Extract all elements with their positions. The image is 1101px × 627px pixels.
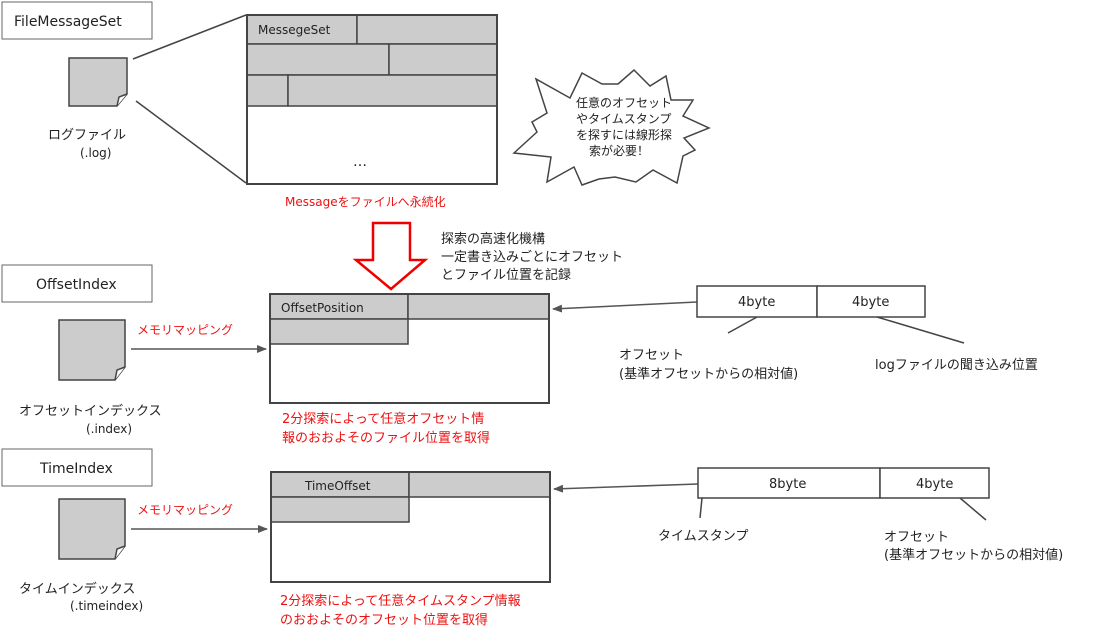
time-entry-field-2 <box>879 467 990 499</box>
zoom-line-bottom <box>135 100 247 184</box>
offset-entry-arrow <box>552 301 698 313</box>
offset-position-label: OffsetPosition <box>281 301 364 315</box>
file-message-set-title: FileMessageSet <box>14 14 122 30</box>
starburst-line-2: やタイムスタンプ <box>576 112 671 126</box>
zoom-line-top <box>132 14 247 60</box>
speedup-note-line-3: とファイル位置を記録 <box>441 267 571 283</box>
time-offset-label: TimeOffset <box>304 479 371 493</box>
time-index-title-box <box>1 448 153 487</box>
offset-field-2-leader <box>876 316 965 344</box>
starburst-line-3: を探すには線形探 <box>576 127 672 142</box>
persist-caption: Messageをファイルへ永続化 <box>285 195 446 209</box>
time-entry-field-1 <box>697 467 881 499</box>
time-entry-field-1-label: 8byte <box>769 477 806 492</box>
speedup-note-line-2: 一定書き込みごとにオフセット <box>441 249 623 265</box>
message-set-block <box>246 14 498 185</box>
file-message-set-title-box <box>1 1 153 40</box>
offset-index-block <box>269 293 550 404</box>
message-set-ellipsis: … <box>353 154 367 170</box>
message-set-label: MessegeSet <box>258 23 331 37</box>
offset-field-1-leader <box>727 316 758 334</box>
offset-field-1-desc-2: (基準オフセットからの相対値) <box>619 366 798 382</box>
offset-index-file-icon <box>58 319 126 381</box>
offset-position-header-cell <box>269 293 409 320</box>
time-field-2-desc-2: (基準オフセットからの相対値) <box>884 547 1063 563</box>
time-entry-field-2-label: 4byte <box>916 477 953 492</box>
offset-index-file-ext: (.index) <box>86 422 132 436</box>
time-index-search-caption-1: 2分探索によって任意タイムスタンプ情報 <box>280 593 521 609</box>
time-index-file-icon <box>58 498 126 560</box>
log-file-label: ログファイル <box>48 128 126 143</box>
offset-index-title: OffsetIndex <box>36 277 117 293</box>
offset-entry-field-2 <box>816 285 926 318</box>
offset-field-2-desc-1: logファイルの聞き込み位置 <box>875 358 1038 373</box>
time-index-section: TimeIndex タイムインデックス (.timeindex) メモリマッピン… <box>1 448 1063 627</box>
starburst-callout <box>512 68 711 186</box>
offset-entry-field-1 <box>696 285 818 318</box>
time-index-block <box>270 471 551 583</box>
time-index-file-label: タイムインデックス <box>19 581 135 597</box>
log-file-ext: (.log) <box>80 146 111 160</box>
offset-index-search-caption-1: 2分探索によって任意オフセット情 <box>282 411 484 427</box>
log-file-icon <box>68 57 128 107</box>
offset-entry-field-2-label: 4byte <box>852 295 889 310</box>
time-field-2-desc-1: オフセット <box>884 530 949 545</box>
file-message-set-section: FileMessageSet ログファイル (.log) MessegeSet … <box>1 1 711 209</box>
time-field-1-desc-1: タイムスタンプ <box>658 529 748 544</box>
offset-index-section: OffsetIndex オフセットインデックス (.index) メモリマッピン… <box>1 264 1038 446</box>
starburst-line-4: 索が必要！ <box>589 143 649 158</box>
time-field-2-leader <box>959 497 987 521</box>
time-index-file-ext: (.timeindex) <box>70 599 143 613</box>
offset-index-mmap-label: メモリマッピング <box>137 323 233 337</box>
time-field-1-leader <box>699 497 703 519</box>
speedup-note-line-1: 探索の高速化機構 <box>441 231 545 247</box>
time-index-mmap-label: メモリマッピング <box>137 503 233 517</box>
time-index-search-caption-2: のおおよそのオフセット位置を取得 <box>280 612 488 627</box>
time-index-title: TimeIndex <box>39 461 113 477</box>
offset-field-1-desc-1: オフセット <box>619 348 684 363</box>
offset-entry-field-1-label: 4byte <box>738 295 775 310</box>
offset-index-file-label: オフセットインデックス <box>19 403 162 419</box>
speedup-arrow <box>352 221 429 291</box>
starburst-line-1: 任意のオフセット <box>576 95 672 110</box>
offset-index-search-caption-2: 報のおおよそのファイル位置を取得 <box>282 430 490 446</box>
time-entry-arrow <box>553 483 699 493</box>
offset-index-title-box <box>1 264 153 303</box>
